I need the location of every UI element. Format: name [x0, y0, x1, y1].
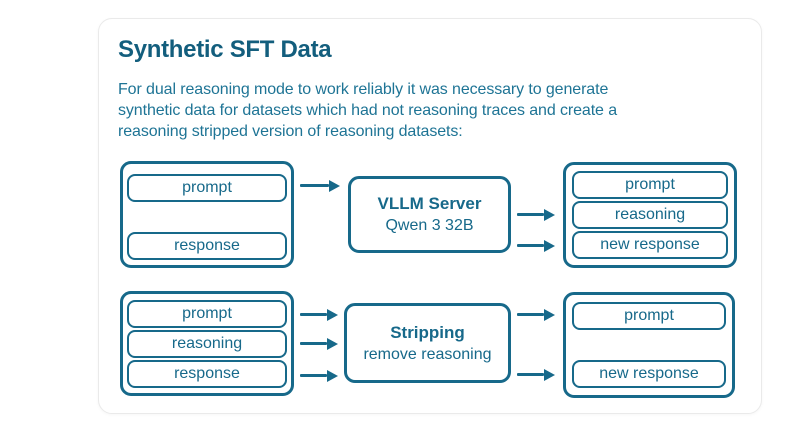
field-prompt: prompt	[572, 171, 728, 199]
processor-subtitle: remove reasoning	[363, 345, 492, 363]
flow2-output-box: prompt new response	[563, 292, 735, 398]
flow2-input-box: prompt reasoning response	[120, 291, 294, 396]
arrow-right-icon	[517, 373, 544, 376]
description-line: For dual reasoning mode to work reliably…	[118, 81, 609, 98]
arrow-right-icon	[300, 313, 327, 316]
arrow-right-icon	[300, 184, 329, 187]
page-title: Synthetic SFT Data	[118, 36, 332, 63]
field-prompt: prompt	[127, 299, 287, 328]
flow1-output-box: prompt reasoning new response	[563, 162, 737, 268]
processor-subtitle: Qwen 3 32B	[385, 217, 474, 234]
description: For dual reasoning mode to work reliably…	[118, 79, 617, 142]
arrow-right-icon	[300, 342, 327, 345]
synthetic-sft-data-card: Synthetic SFT Data For dual reasoning mo…	[98, 18, 762, 414]
field-response: response	[127, 232, 287, 260]
field-prompt: prompt	[572, 302, 726, 330]
stripping-box: Stripping remove reasoning	[344, 303, 511, 383]
flow1-input-box: prompt response	[120, 161, 294, 268]
field-prompt: prompt	[127, 174, 287, 202]
arrow-right-icon	[300, 374, 327, 377]
description-line: synthetic data for datasets which had no…	[118, 102, 617, 119]
field-new-response: new response	[572, 360, 726, 388]
field-response: response	[127, 359, 287, 388]
processor-title: VLLM Server	[377, 194, 482, 213]
arrow-right-icon	[517, 313, 544, 316]
description-line: reasoning stripped version of reasoning …	[118, 123, 463, 140]
field-reasoning: reasoning	[127, 329, 287, 358]
field-reasoning: reasoning	[572, 201, 728, 229]
arrow-right-icon	[517, 213, 544, 216]
field-new-response: new response	[572, 231, 728, 259]
vllm-server-box: VLLM Server Qwen 3 32B	[348, 176, 511, 253]
processor-title: Stripping	[390, 322, 465, 342]
arrow-right-icon	[517, 244, 544, 247]
